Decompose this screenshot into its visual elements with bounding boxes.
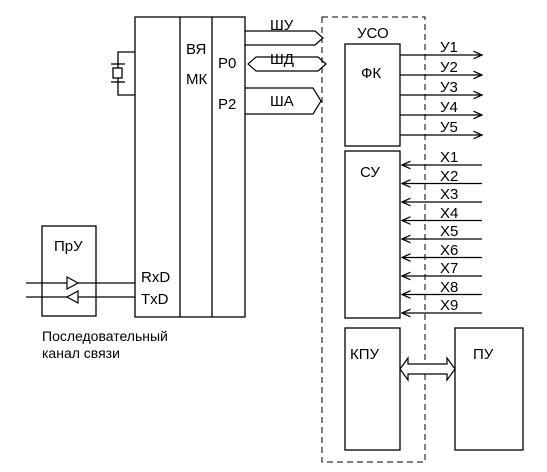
bus-data [247, 56, 327, 72]
input-label: Х9 [440, 297, 459, 314]
panel-label: ПУ [473, 346, 494, 363]
bus-address-label: ША [270, 93, 294, 110]
transceiver-block [41, 225, 97, 317]
output-label: У1 [440, 39, 458, 56]
bus-address [245, 87, 322, 115]
mcu-label-bottom: МК [186, 71, 208, 88]
input-label: Х7 [440, 260, 459, 277]
input-label: Х3 [440, 186, 459, 203]
output-label: У4 [440, 99, 458, 116]
su-label: СУ [360, 164, 380, 181]
input-label: Х8 [440, 278, 459, 296]
transceiver-label: ПрУ [54, 238, 83, 255]
input-label: Х4 [440, 204, 459, 222]
output-label: У3 [440, 79, 458, 96]
bus-data-label: ШД [270, 51, 294, 68]
mcu-label-top: ВЯ [186, 41, 207, 58]
crystal-oscillator [111, 51, 135, 96]
input-label: Х6 [440, 241, 459, 259]
input-label: Х1 [440, 149, 459, 166]
kpu-pu-link [399, 356, 456, 382]
fk-label: ФК [361, 65, 382, 82]
fk-block [344, 43, 401, 147]
caption-line1: Последовательный [42, 328, 168, 344]
rxd-label: RxD [141, 269, 171, 286]
input-label: Х5 [440, 223, 459, 240]
kpu-block [344, 327, 401, 451]
input-label: Х2 [440, 167, 459, 185]
uso-title: УСО [357, 25, 389, 42]
bus-control [245, 30, 324, 46]
port0-label: Р0 [218, 55, 237, 72]
serial-lines [26, 275, 135, 305]
bus-control-label: ШУ [270, 17, 294, 34]
microcontroller-block [134, 16, 246, 318]
output-label: У5 [440, 119, 458, 136]
port2-label: Р2 [218, 96, 237, 113]
txd-label: TxD [141, 291, 169, 308]
kpu-label: КПУ [350, 346, 380, 363]
su-block [344, 150, 401, 319]
caption-line2: канал связи [42, 345, 120, 361]
panel-block [454, 327, 524, 451]
output-label: У2 [440, 59, 458, 76]
